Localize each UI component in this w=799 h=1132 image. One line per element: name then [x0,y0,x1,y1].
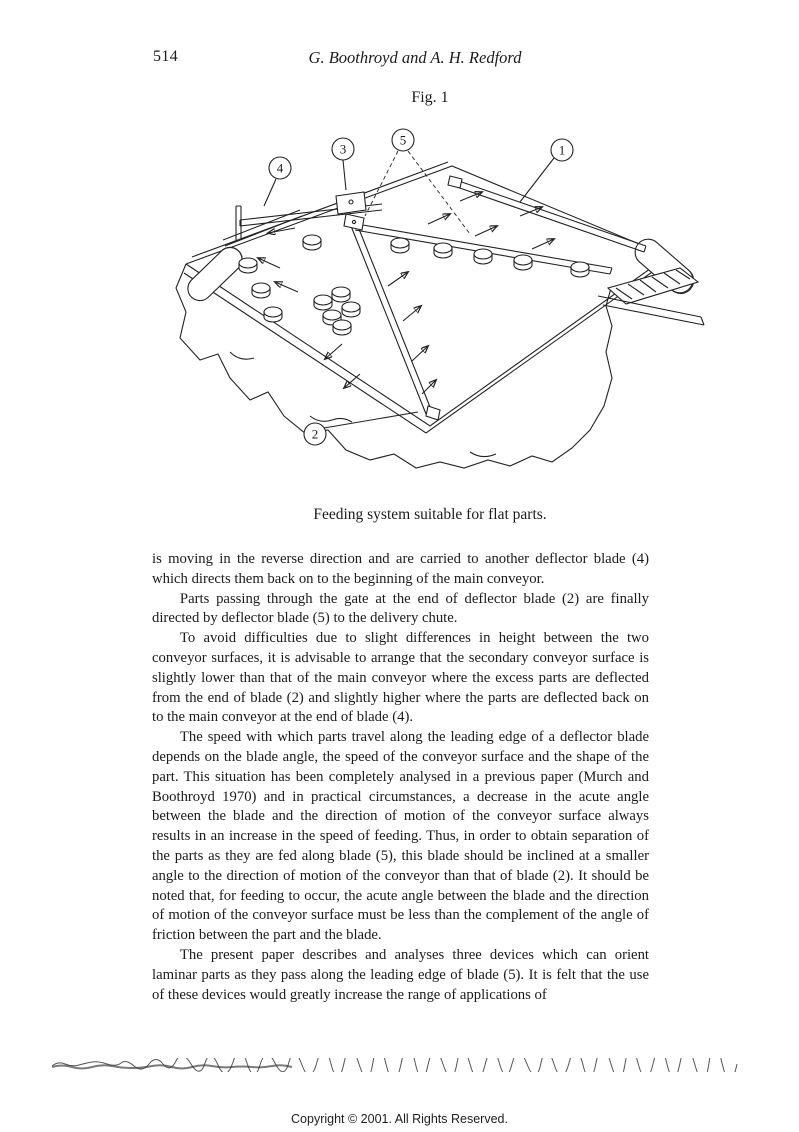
blade-3-clamp-block [335,191,367,215]
svg-text:3: 3 [340,142,347,157]
figure-drawing: 4 3 5 1 2 [175,128,705,469]
deflector-blade-2 [350,223,433,415]
figure-1: 4 3 5 1 2 [160,116,705,498]
callout-3: 3 [331,137,355,161]
page-number: 514 [153,48,179,65]
running-head: G. Boothroyd and A. H. Redford [308,48,522,67]
svg-text:1: 1 [559,143,566,158]
leader-3 [342,159,347,191]
svg-text:5: 5 [400,133,407,148]
svg-text:4: 4 [277,161,284,176]
left-roller [187,246,243,302]
blade-pivot-block [343,213,365,231]
clamp-screw [348,199,354,205]
blade-1-end-plate [447,175,463,189]
paragraph-4: The speed with which parts travel along … [152,729,649,944]
leader-1 [519,157,555,203]
scan-artifact-line [52,1058,738,1072]
body-text: is moving in the reverse direction and a… [152,550,649,1005]
motion-arrows [258,192,554,395]
delivery-chute-wedge [606,267,700,305]
torn-edge-squiggle [229,351,497,458]
callout-5: 5 [391,128,415,152]
callout-1: 1 [550,138,574,162]
leader-5b [407,150,471,235]
deflector-blade-4 [222,209,303,247]
copyright-line: Copyright © 2001. All Rights Reserved. [291,1112,508,1126]
figure-caption: Feeding system suitable for flat parts. [313,506,547,523]
callout-4: 4 [268,156,292,180]
blade-4-post [235,205,242,240]
leader-5a [364,150,399,217]
callout-2: 2 [303,422,327,446]
leader-4 [263,178,277,207]
flat-parts [238,234,590,336]
delivery-chute-hatch [615,269,691,300]
conveyor-thickness-line [183,264,663,434]
paragraph-3: To avoid difficulties due to slight diff… [152,630,649,726]
gate-block [425,405,441,421]
paragraph-2: Parts passing through the gate at the en… [152,590,649,627]
torn-edge [175,263,616,469]
conveyor-top-edges [185,165,669,265]
paragraph-5: The present paper describes and analyses… [152,946,649,1003]
deflector-blade-1 [453,179,647,253]
pivot-screw [351,219,357,225]
svg-text:2: 2 [312,427,319,442]
paragraph-1: is moving in the reverse direction and a… [152,551,649,587]
figure-label: Fig. 1 [411,89,449,106]
delivery-chute-rails [597,295,705,326]
conveyor-side-wall [191,161,449,258]
leader-2 [323,411,419,429]
